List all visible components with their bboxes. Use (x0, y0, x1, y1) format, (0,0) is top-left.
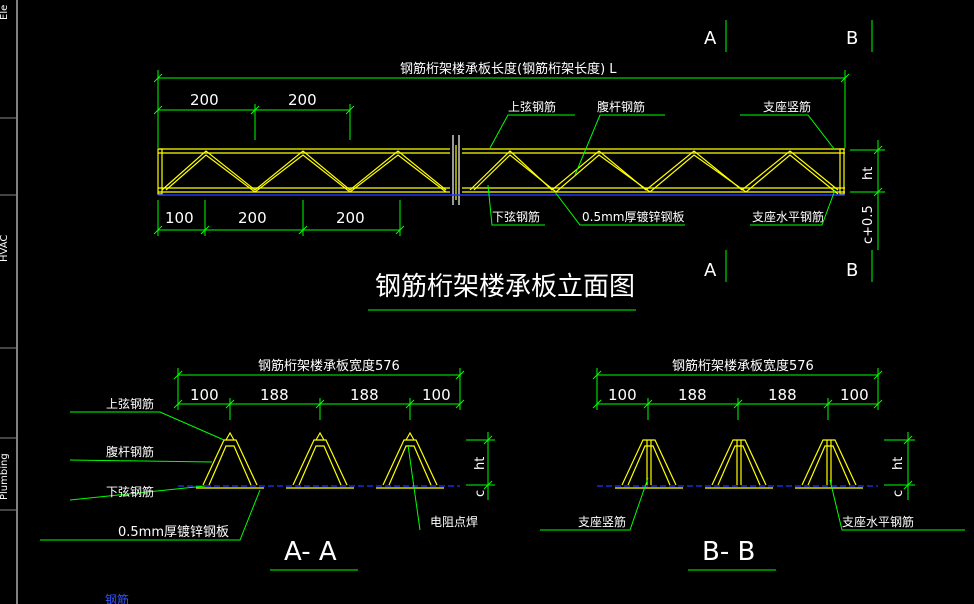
aa-width-label: 钢筋桁架楼承板宽度576 (258, 358, 400, 374)
aa-dim-188-b: 188 (350, 386, 379, 404)
panel-tab-ele[interactable]: Ele (0, 5, 10, 20)
elevation-leaders (487, 114, 836, 226)
label-top-chord: 上弦钢筋 (508, 99, 556, 114)
section-mark-b-bottom: B (846, 260, 858, 281)
bb-label-support-horizontal: 支座水平钢筋 (842, 514, 914, 529)
bb-label-support-vertical: 支座竖筋 (578, 514, 626, 529)
web-right (469, 150, 839, 191)
truss-elevation (157, 135, 845, 205)
bb-leaders (540, 477, 965, 531)
bb-dim-100-left: 100 (608, 386, 637, 404)
top-dim-200-b: 200 (288, 91, 317, 109)
aa-dim-100-right: 100 (422, 386, 451, 404)
aa-label-deck: 0.5mm厚镀锌钢板 (118, 524, 229, 540)
section-bb-view: 钢筋桁架楼承板宽度576 100 188 188 100 (540, 358, 965, 571)
aa-dim-188-a: 188 (260, 386, 289, 404)
aa-height-dimension (466, 432, 495, 500)
bb-dim-ht: ht (891, 457, 906, 470)
elevation-height-dimension (850, 140, 885, 250)
section-mark-b-top: B (846, 28, 858, 49)
bb-dim-188-b: 188 (768, 386, 797, 404)
panel-tab-plumbing[interactable]: Plumbing (0, 453, 10, 500)
bb-dim-188-a: 188 (678, 386, 707, 404)
bottom-dim-200-b: 200 (336, 209, 365, 227)
bottom-dim-200-a: 200 (238, 209, 267, 227)
bottom-spacing-dimension (153, 200, 405, 236)
web-left (161, 150, 447, 191)
bb-dim-c: c (891, 490, 906, 497)
bb-width-label: 钢筋桁架楼承板宽度576 (672, 358, 814, 374)
aa-dim-c: c (473, 490, 488, 497)
bottom-partial-label: 钢筋 (105, 592, 129, 604)
section-mark-a-bottom: A (704, 260, 717, 281)
left-panel-strip[interactable]: Ele HVAC Plumbing (0, 0, 18, 604)
bb-title: B- B (702, 537, 755, 567)
panel-tab-hvac[interactable]: HVAC (0, 235, 10, 262)
aa-dim-100-left: 100 (190, 386, 219, 404)
label-support-vertical: 支座竖筋 (763, 99, 811, 114)
bb-height-dimension (884, 432, 915, 500)
aa-title: A- A (284, 537, 337, 567)
dim-ht-elevation: ht (861, 167, 876, 180)
bottom-dim-100: 100 (165, 209, 194, 227)
top-dim-200-a: 200 (190, 91, 219, 109)
label-web: 腹杆钢筋 (597, 99, 645, 114)
aa-label-bottom-chord: 下弦钢筋 (106, 484, 154, 499)
aa-dim-ht: ht (473, 457, 488, 470)
aa-label-top-chord: 上弦钢筋 (106, 396, 154, 411)
label-bottom-chord: 下弦钢筋 (492, 209, 540, 224)
aa-label-web: 腹杆钢筋 (106, 444, 154, 459)
elevation-title: 钢筋桁架楼承板立面图 (375, 272, 635, 302)
elevation-view: A B 钢筋桁架楼承板长度(钢筋桁架长度) L 200 200 (153, 20, 885, 311)
dim-c-elevation: c+0.5 (861, 205, 876, 244)
aa-leaders (40, 411, 421, 541)
bb-truss-profiles (615, 439, 863, 489)
aa-label-weld: 电阻点焊 (430, 514, 478, 529)
aa-width-dimension (173, 368, 465, 420)
bb-dim-100-right: 100 (840, 386, 869, 404)
aa-truss-profiles (196, 431, 444, 489)
section-aa-view: 钢筋桁架楼承板宽度576 100 188 188 100 (40, 358, 495, 571)
overall-length-label: 钢筋桁架楼承板长度(钢筋桁架长度) L (400, 61, 617, 77)
label-deck: 0.5mm厚镀锌钢板 (582, 210, 684, 224)
overall-length-dimension (153, 70, 850, 148)
section-mark-a-top: A (704, 28, 717, 49)
bb-width-dimension (592, 368, 883, 420)
top-spacing-dimension (153, 104, 355, 140)
label-support-horizontal: 支座水平钢筋 (752, 209, 824, 224)
